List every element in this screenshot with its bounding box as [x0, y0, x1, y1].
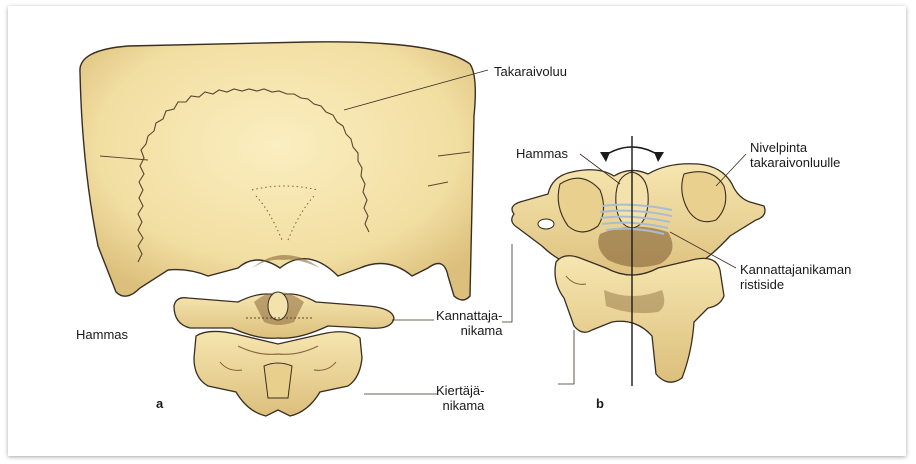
axis-posterior [194, 331, 362, 416]
arrow-right-icon [654, 152, 664, 162]
label-kiertaja-nikama: Kiertäjä- nikama [436, 383, 484, 413]
label-kiertaja-line2: nikama [436, 398, 484, 413]
label-ristiside-line1: Kannattajanikaman [740, 262, 851, 277]
figure-frame: Takaraivoluu Hammas Kannattaja- nikama K… [8, 6, 906, 456]
label-nivelpinta-line1: Nivelpinta [750, 140, 840, 155]
figure-label-a: a [156, 396, 163, 411]
label-kannattaja-line2: nikama [436, 323, 503, 338]
axis-lower-view [555, 256, 724, 382]
label-kannattaja-line1: Kannattaja- [436, 308, 503, 323]
arrow-left-icon [600, 152, 610, 162]
label-ristiside-line2: ristiside [740, 277, 851, 292]
label-takaraivoluu: Takaraivoluu [494, 64, 567, 79]
label-nivelpinta-line2: takaraivonluulle [750, 155, 840, 170]
label-ristiside: Kannattajanikaman ristiside [740, 262, 851, 292]
skull-occipital-view [80, 42, 475, 300]
atlas-posterior [174, 292, 394, 338]
figure-label-b: b [596, 396, 604, 411]
label-nivelpinta: Nivelpinta takaraivonluulle [750, 140, 840, 170]
label-hammas-b: Hammas [516, 146, 568, 161]
label-kannattaja-nikama: Kannattaja- nikama [436, 308, 503, 338]
label-hammas-a: Hammas [76, 327, 128, 342]
label-kiertaja-line1: Kiertäjä- [436, 383, 484, 398]
